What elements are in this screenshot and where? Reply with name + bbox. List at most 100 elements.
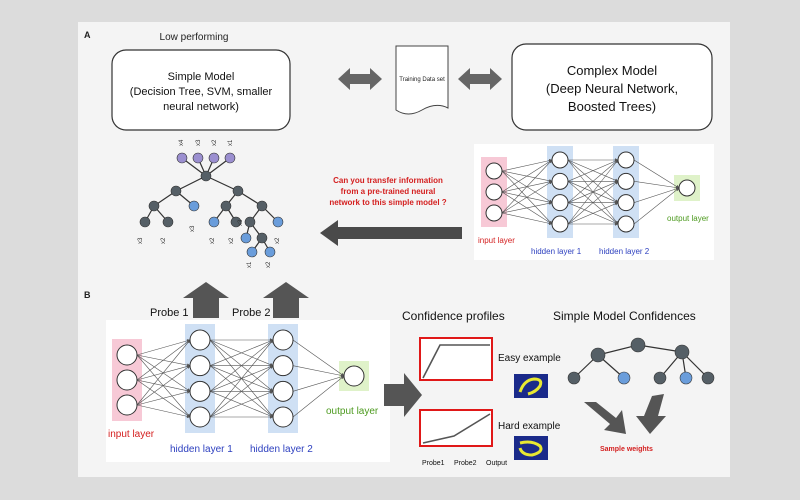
nn-node bbox=[551, 194, 569, 212]
simple-model-title: Simple Model bbox=[168, 71, 235, 83]
tree-bottom-label: x3 bbox=[238, 219, 244, 226]
tree-node bbox=[272, 216, 284, 228]
tree-top-labels: x4 x3 x2 x1 bbox=[179, 139, 234, 146]
tree-node bbox=[148, 200, 160, 212]
complex-model-title: Complex Model bbox=[567, 63, 657, 78]
tree-node bbox=[679, 371, 693, 385]
tree-edge bbox=[175, 175, 207, 192]
nn-node bbox=[189, 355, 211, 377]
tree-node bbox=[653, 371, 667, 385]
tree-bottom-label: x1 bbox=[247, 261, 253, 268]
nn-connection bbox=[136, 339, 191, 356]
nn-node bbox=[551, 172, 569, 190]
nn-connection bbox=[292, 375, 345, 392]
nn-node bbox=[617, 151, 635, 169]
nn-node bbox=[485, 204, 503, 222]
tree-node bbox=[192, 152, 204, 164]
easy-example-label: Easy example bbox=[498, 353, 561, 364]
tree-top-label: x3 bbox=[196, 139, 202, 146]
axis-label-output: Output bbox=[486, 460, 507, 467]
nn-connection bbox=[633, 187, 680, 225]
double-arrow-left bbox=[338, 68, 382, 90]
tree-node bbox=[617, 371, 631, 385]
nn-connection bbox=[501, 201, 553, 214]
tree-node bbox=[162, 216, 174, 228]
nn-connection bbox=[567, 159, 619, 225]
question-line3: network to this simple model ? bbox=[329, 198, 446, 207]
tree-node bbox=[567, 371, 581, 385]
nn-node bbox=[272, 355, 294, 377]
nn-connection bbox=[292, 375, 345, 418]
nn-node bbox=[343, 365, 365, 387]
panel-b-label: B bbox=[84, 290, 91, 300]
nn-node bbox=[189, 406, 211, 428]
nn-node bbox=[116, 369, 138, 391]
nn-node bbox=[551, 215, 569, 233]
nn-connection bbox=[209, 339, 274, 392]
nn-connection bbox=[501, 212, 553, 226]
weights-arrow-left bbox=[584, 402, 626, 434]
tree-bottom-label: x2 bbox=[266, 261, 272, 268]
tree-node bbox=[139, 216, 151, 228]
simple-model-line2: (Decision Tree, SVM, smaller bbox=[130, 86, 273, 98]
nn-connection bbox=[136, 354, 191, 392]
nn-node bbox=[617, 215, 635, 233]
axis-label-probe1: Probe1 bbox=[422, 460, 445, 467]
tree-edge bbox=[637, 344, 683, 353]
nn-node bbox=[116, 344, 138, 366]
nn-connection bbox=[136, 365, 191, 406]
nn-a-output-label: output layer bbox=[667, 214, 709, 223]
nn-connection bbox=[567, 159, 619, 203]
probe2-arrow bbox=[263, 282, 309, 318]
nn-connection bbox=[136, 339, 191, 381]
tree-edge bbox=[205, 175, 239, 192]
complex-model-line3: Boosted Trees) bbox=[568, 99, 656, 114]
nn-node bbox=[485, 162, 503, 180]
confidence-profiles-title: Confidence profiles bbox=[402, 309, 505, 323]
training-data-label: Training Data set bbox=[399, 77, 445, 83]
low-performing-label: Low performing bbox=[160, 32, 229, 43]
tree-node bbox=[230, 216, 242, 228]
nn-b-input-label: input layer bbox=[108, 429, 155, 440]
tree-top-label: x1 bbox=[228, 139, 234, 146]
nn-connection bbox=[209, 339, 274, 418]
nn-b-output-label: output layer bbox=[326, 406, 379, 417]
nn-connection bbox=[136, 404, 191, 419]
hard-example-label: Hard example bbox=[498, 421, 561, 432]
tree-bottom-label: x2 bbox=[229, 237, 235, 244]
nn-node bbox=[617, 172, 635, 190]
tree-node bbox=[264, 246, 276, 258]
question-line1: Can you transfer information bbox=[333, 176, 443, 185]
tree-node bbox=[630, 337, 646, 353]
nn-connection bbox=[209, 390, 274, 418]
tree-bottom-label: x2 bbox=[161, 237, 167, 244]
tree-node bbox=[256, 200, 268, 212]
nn-connection bbox=[136, 379, 191, 418]
nn-a-hidden2-label: hidden layer 2 bbox=[599, 247, 650, 256]
hard-digit-thumbnail bbox=[514, 436, 548, 460]
tree-bottom-label: x2 bbox=[275, 237, 281, 244]
nn-connection bbox=[136, 390, 191, 406]
tree-node bbox=[240, 232, 252, 244]
tree-bottom-labels: x3 x2 x3 x2 x2 x3 x2 x1 x2 bbox=[138, 219, 281, 268]
nn-connection bbox=[136, 339, 191, 406]
nn-connection bbox=[209, 365, 274, 418]
nn-connection bbox=[501, 181, 553, 214]
tree-node bbox=[224, 152, 236, 164]
nn-connection bbox=[292, 365, 345, 378]
tree-node bbox=[200, 170, 212, 182]
tree-node bbox=[188, 200, 200, 212]
nn-node bbox=[116, 394, 138, 416]
nn-b-hidden2-label: hidden layer 2 bbox=[250, 444, 313, 455]
tree-node bbox=[220, 200, 232, 212]
nn-node bbox=[678, 179, 696, 197]
tree-node bbox=[208, 152, 220, 164]
nn-node bbox=[189, 329, 211, 351]
tree-node bbox=[590, 347, 606, 363]
nn-node bbox=[272, 406, 294, 428]
nn-node bbox=[617, 194, 635, 212]
easy-digit-thumbnail bbox=[514, 374, 548, 398]
tree-node bbox=[246, 246, 258, 258]
tree-node bbox=[674, 344, 690, 360]
